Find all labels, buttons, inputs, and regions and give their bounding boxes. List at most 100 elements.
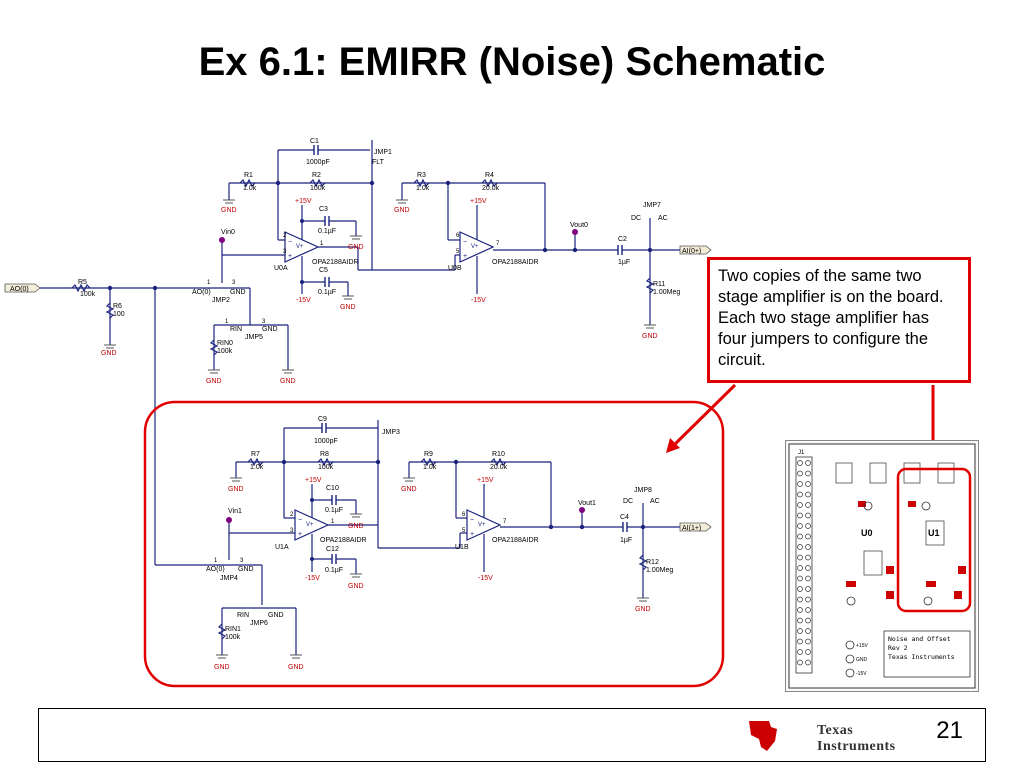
- j1-pin: [805, 659, 811, 666]
- pcb-j1: J1: [798, 450, 805, 456]
- jmp6-gnd: GND: [268, 612, 284, 619]
- svg-text:V+: V+: [471, 244, 479, 250]
- ao0-input-label: AO(0): [10, 286, 29, 293]
- c3-value: 0.1µF: [318, 228, 336, 235]
- gnd-c3: GND: [348, 244, 364, 251]
- page-number: 21: [936, 717, 963, 744]
- ai0-output-port: [679, 245, 712, 255]
- gnd-c5: GND: [340, 304, 356, 311]
- j1-pin: [797, 544, 803, 550]
- stage-top: AO(0) R5 100k R6 100 GND AO(0) GND JMP2 …: [4, 138, 712, 566]
- j1-pin: [797, 659, 803, 666]
- r10-label: R10: [492, 451, 505, 458]
- svg-text:+: +: [463, 253, 467, 260]
- c12-value: 0.1µF: [325, 567, 343, 574]
- u1b-vminus: -15V: [478, 575, 493, 582]
- r8-label: R8: [320, 451, 329, 458]
- j1-pin: [797, 470, 803, 477]
- jmp2-gnd: GND: [230, 289, 246, 296]
- j1-pin: [805, 617, 811, 624]
- j1-pin: [805, 491, 811, 498]
- j1-pin: [797, 565, 803, 571]
- svg-text:3: 3: [232, 280, 236, 286]
- u1a-vplus: +15V: [305, 477, 322, 484]
- c10-label: C10: [326, 485, 339, 492]
- svg-text:5: 5: [456, 249, 460, 255]
- c1-value: 1000pF: [306, 159, 330, 166]
- r12-value: 1.00Meg: [646, 567, 673, 574]
- c2-value: 1µF: [618, 259, 630, 266]
- jmp6-rin: RIN: [237, 612, 249, 619]
- j1-pin-header: [797, 460, 811, 666]
- vout1-label: Vout1: [578, 500, 596, 507]
- j1-pin: [797, 523, 803, 529]
- r9-value: 1.0k: [423, 464, 437, 471]
- jmp6-label: JMP6: [250, 620, 268, 627]
- svg-text:V+: V+: [478, 522, 486, 528]
- jmp5-label: JMP5: [245, 334, 263, 341]
- c9-label: C9: [318, 416, 327, 423]
- u0a-vplus: +15V: [295, 198, 312, 205]
- stage-bottom-highlight: [143, 400, 725, 688]
- j1-pin: [805, 596, 811, 603]
- j1-pin: [805, 575, 811, 582]
- u1b-vplus: +15V: [477, 477, 494, 484]
- svg-text:1: 1: [331, 519, 335, 525]
- j1-pin: [805, 638, 811, 645]
- jmp8-dc: DC: [623, 498, 633, 505]
- j1-pin: [797, 575, 803, 582]
- j1-pin: [805, 649, 811, 655]
- svg-text:3: 3: [262, 319, 266, 325]
- j1-pin: [797, 649, 803, 655]
- c12-label: C12: [326, 546, 339, 553]
- jmp8-label: JMP8: [634, 487, 652, 494]
- ai1-output-port: [679, 522, 712, 532]
- svg-text:V+: V+: [296, 244, 304, 250]
- svg-text:5: 5: [462, 528, 466, 534]
- jmp5-rin: RIN: [230, 326, 242, 333]
- ai0-output-label: AI(0+): [682, 248, 701, 255]
- u1a-label: U1A: [275, 544, 289, 551]
- svg-text:7: 7: [496, 241, 500, 247]
- gnd-jmp6: GND: [288, 664, 304, 671]
- j1-pin: [797, 533, 803, 540]
- j1-pin: [797, 512, 803, 519]
- r6-value: 100: [113, 311, 125, 318]
- j1-pin: [797, 596, 803, 603]
- pcb-gnd: GND: [856, 657, 868, 663]
- jmp1-label: JMP1: [374, 149, 392, 156]
- c2-label: C2: [618, 236, 627, 243]
- rin1-label: RIN1: [225, 626, 241, 633]
- r8-value: 100k: [318, 464, 334, 471]
- j1-pin: [797, 628, 803, 634]
- callout-arrow-left: [670, 383, 737, 449]
- gnd-c12: GND: [348, 583, 364, 590]
- pcb-name-line1: Noise and Offset: [888, 635, 951, 643]
- gnd-rin0: GND: [206, 378, 222, 385]
- gnd-rin1: GND: [214, 664, 230, 671]
- j1-pin: [805, 481, 811, 487]
- gnd-r12: GND: [635, 606, 651, 613]
- u0a-label: U0A: [274, 265, 288, 272]
- j1-pin: [797, 617, 803, 624]
- j1-pin: [805, 460, 811, 466]
- jmp4-gnd: GND: [238, 566, 254, 573]
- r4-value: 20.0k: [482, 185, 500, 192]
- r10-value: 20.0k: [490, 464, 508, 471]
- jmp7-ac: AC: [658, 215, 668, 222]
- stage-bottom: AO(0) GND JMP4 1 3 Vin1 RIN GND JMP6 RIN…: [143, 400, 725, 688]
- pcb-p15: +15V: [856, 643, 868, 649]
- u1b-part: OPA2188AIDR: [492, 537, 539, 544]
- j1-pin: [797, 554, 803, 561]
- u0b-label: U0B: [448, 265, 462, 272]
- gnd-r1: GND: [221, 207, 237, 214]
- vin0-label: Vin0: [221, 229, 235, 236]
- svg-text:−: −: [470, 517, 474, 524]
- r4-label: R4: [485, 172, 494, 179]
- pcb-drawing: J1 U0 U1 Noise and Offset Rev 2 Texas In…: [788, 443, 976, 689]
- gnd-r6: GND: [101, 350, 117, 357]
- svg-text:2: 2: [283, 233, 287, 239]
- vout0-label: Vout0: [570, 222, 588, 229]
- j1-pin: [805, 512, 811, 519]
